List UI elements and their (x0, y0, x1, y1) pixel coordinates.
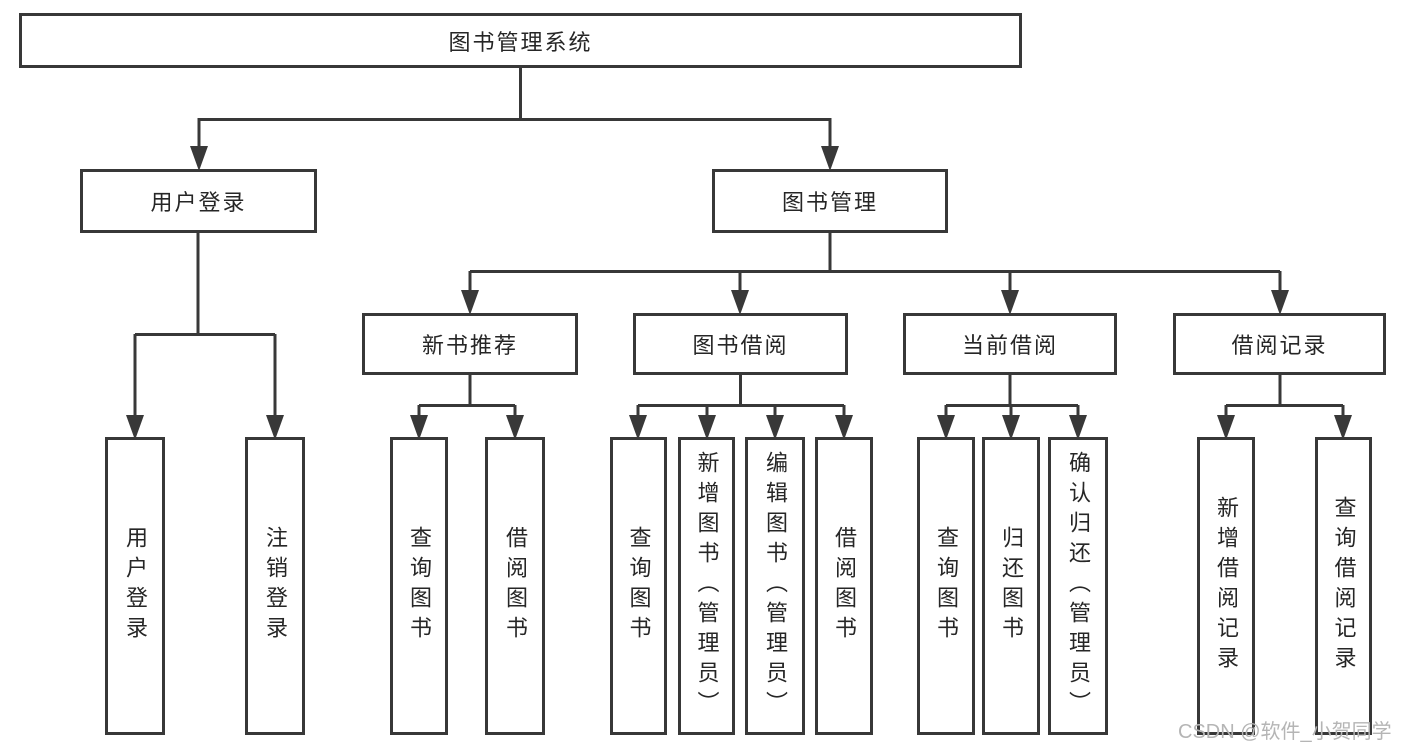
node-label: 用户登录 (123, 526, 148, 646)
leaf-add-book-admin: 新增图书（管理员） (678, 437, 735, 735)
leaf-query-books-recommend: 查询图书 (390, 437, 448, 735)
node-label: 新增借阅记录 (1214, 496, 1239, 676)
node-label: 注销登录 (263, 526, 288, 646)
node-label: 借阅图书 (832, 526, 857, 646)
leaf-add-borrow-record: 新增借阅记录 (1197, 437, 1255, 735)
node-label: 新书推荐 (421, 333, 518, 358)
node-current-borrowing: 当前借阅 (903, 313, 1117, 375)
leaf-user-login: 用户登录 (105, 437, 165, 735)
node-label: 查询借阅记录 (1331, 496, 1357, 676)
node-book-borrowing: 图书借阅 (633, 313, 848, 375)
leaf-query-books-borrowing: 查询图书 (610, 437, 667, 735)
node-label: 编辑图书（管理员） (763, 451, 788, 721)
leaf-query-books-current: 查询图书 (917, 437, 975, 735)
leaf-query-borrow-record: 查询借阅记录 (1315, 437, 1372, 735)
node-label: 图书管理 (781, 190, 878, 215)
node-label: 当前借阅 (961, 333, 1058, 358)
node-label: 借阅记录 (1231, 333, 1328, 358)
leaf-borrow-books-borrowing: 借阅图书 (815, 437, 873, 735)
node-book-management-branch: 图书管理 (712, 169, 948, 233)
node-label: 图书管理系统 (448, 29, 593, 55)
node-label: 归还图书 (999, 526, 1024, 646)
node-label: 确认归还（管理员） (1066, 451, 1091, 721)
node-user-login-branch: 用户登录 (80, 169, 317, 233)
node-label: 图书借阅 (692, 333, 789, 358)
node-label: 查询图书 (626, 526, 652, 646)
csdn-watermark: CSDN @软件_小贺同学 (1178, 721, 1392, 743)
node-new-book-recommendation: 新书推荐 (362, 313, 578, 375)
leaf-confirm-return-admin: 确认归还（管理员） (1048, 437, 1108, 735)
node-label: 查询图书 (934, 526, 959, 646)
node-label: 查询图书 (407, 526, 432, 646)
node-label: 新增图书（管理员） (694, 451, 720, 721)
leaf-edit-book-admin: 编辑图书（管理员） (745, 437, 805, 735)
node-library-management-system: 图书管理系统 (19, 13, 1022, 68)
leaf-logout: 注销登录 (245, 437, 305, 735)
node-label: 用户登录 (150, 190, 247, 215)
leaf-return-book: 归还图书 (982, 437, 1040, 735)
node-label: 借阅图书 (503, 526, 528, 646)
leaf-borrow-books-recommend: 借阅图书 (485, 437, 545, 735)
node-borrowing-records: 借阅记录 (1173, 313, 1386, 375)
